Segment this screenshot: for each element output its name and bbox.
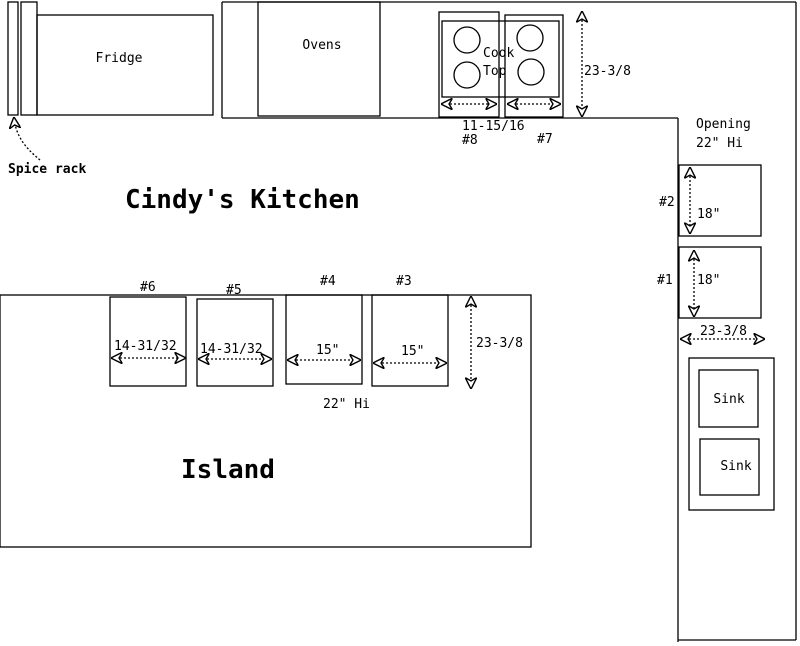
burner-icon — [517, 58, 545, 86]
cabinet-4-number: #4 — [320, 274, 336, 289]
sink-basin — [698, 369, 759, 428]
fridge-side-panel — [20, 1, 38, 116]
ovens-label: Ovens — [302, 38, 341, 53]
cabinet-3-width-label: 15" — [401, 344, 424, 359]
sink-cabinet — [688, 357, 775, 511]
cooktop — [441, 20, 560, 98]
burner-icon — [453, 61, 481, 89]
opening-label: Opening — [696, 117, 751, 132]
island-height-label: 22" Hi — [323, 397, 370, 412]
sink-basin — [699, 438, 760, 496]
cabinet-5 — [196, 298, 274, 387]
cabinet-4-width-label: 15" — [316, 343, 339, 358]
cabinet-4 — [285, 294, 363, 385]
cabinet-5-number: #5 — [226, 283, 242, 298]
page-title: Cindy's Kitchen — [125, 185, 360, 215]
cabinet-2-width-label: 18" — [697, 207, 720, 222]
right-depth-label: 23-3/8 — [700, 324, 747, 339]
cooktop-width-label: 11-15/16 — [462, 119, 525, 134]
burner-icon — [516, 24, 544, 52]
cabinet-6-width-label: 14-31/32 — [114, 339, 177, 354]
cabinet-2 — [678, 164, 762, 237]
fridge — [36, 14, 214, 116]
cabinet-8 — [438, 11, 500, 118]
cabinet-2-number: #2 — [659, 195, 675, 210]
opening-height-label: 22" Hi — [696, 136, 743, 151]
island-label: Island — [181, 455, 275, 485]
cooktop-label-line1: Cook — [483, 46, 514, 61]
ovens — [257, 1, 381, 117]
cabinet-3-number: #3 — [396, 274, 412, 289]
spice-rack-arrow — [14, 118, 41, 161]
cabinet-1 — [678, 246, 762, 319]
sink-label: Sink — [713, 392, 744, 407]
cabinet-6 — [109, 296, 187, 387]
cabinet-6-number: #6 — [140, 280, 156, 295]
cabinet-8-number: #8 — [462, 133, 478, 148]
cabinet-7 — [504, 14, 564, 118]
cabinet-3 — [371, 294, 449, 387]
burner-icon — [453, 26, 481, 54]
island-depth-label: 23-3/8 — [476, 336, 523, 351]
cooktop-depth-label: 23-3/8 — [584, 64, 631, 79]
fridge-label: Fridge — [96, 51, 143, 66]
cabinet-5-width-label: 14-31/32 — [200, 342, 263, 357]
cabinet-7-number: #7 — [537, 132, 553, 147]
spice-rack-label: Spice rack — [8, 162, 86, 177]
island — [0, 294, 532, 548]
cabinet-1-number: #1 — [657, 273, 673, 288]
sink-label: Sink — [720, 459, 751, 474]
spice-rack-shelf — [7, 1, 19, 116]
cabinet-1-width-label: 18" — [697, 273, 720, 288]
cooktop-label-line2: Top — [483, 64, 507, 79]
